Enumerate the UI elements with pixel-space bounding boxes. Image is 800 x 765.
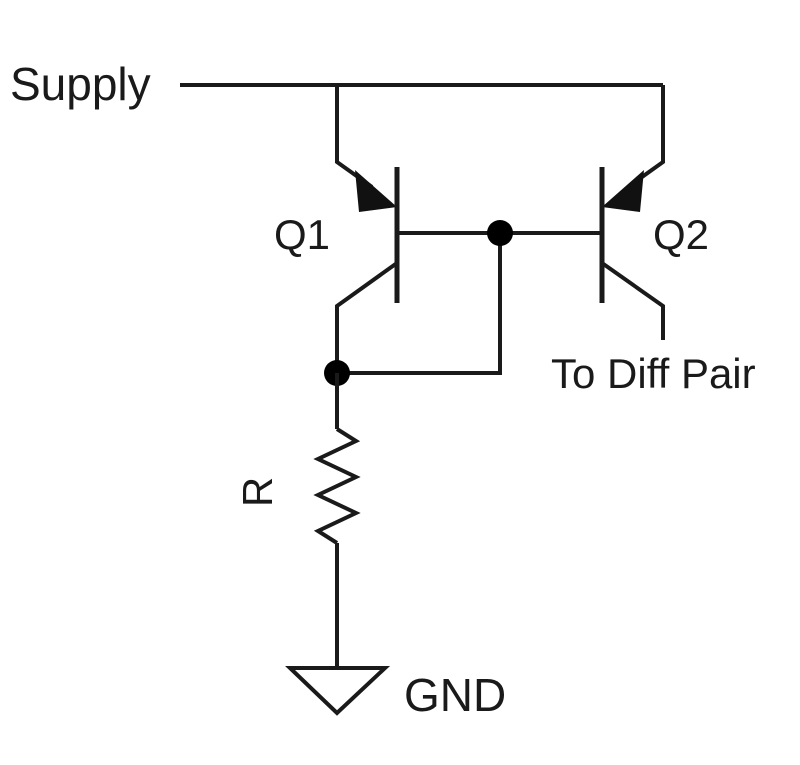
q1-emitter-arrow-icon	[355, 170, 397, 212]
q2-emitter-arrow-icon	[602, 170, 644, 212]
supply-label: Supply	[10, 58, 151, 110]
resistor-label: R	[234, 477, 281, 507]
q1-collector-wire	[335, 261, 399, 373]
q2-emitter-wire	[626, 85, 665, 189]
gnd-label: GND	[404, 669, 506, 721]
base-to-collector-tap-wire	[337, 233, 502, 375]
q1-label: Q1	[274, 211, 330, 258]
base-junction-dot	[487, 220, 513, 246]
to-diff-pair-label: To Diff Pair	[551, 350, 756, 397]
q2-label: Q2	[653, 211, 709, 258]
resistor-zigzag	[313, 427, 361, 545]
ground-triangle-icon	[285, 666, 391, 716]
q2-collector-wire	[600, 261, 665, 340]
q1-emitter-wire	[335, 85, 374, 189]
